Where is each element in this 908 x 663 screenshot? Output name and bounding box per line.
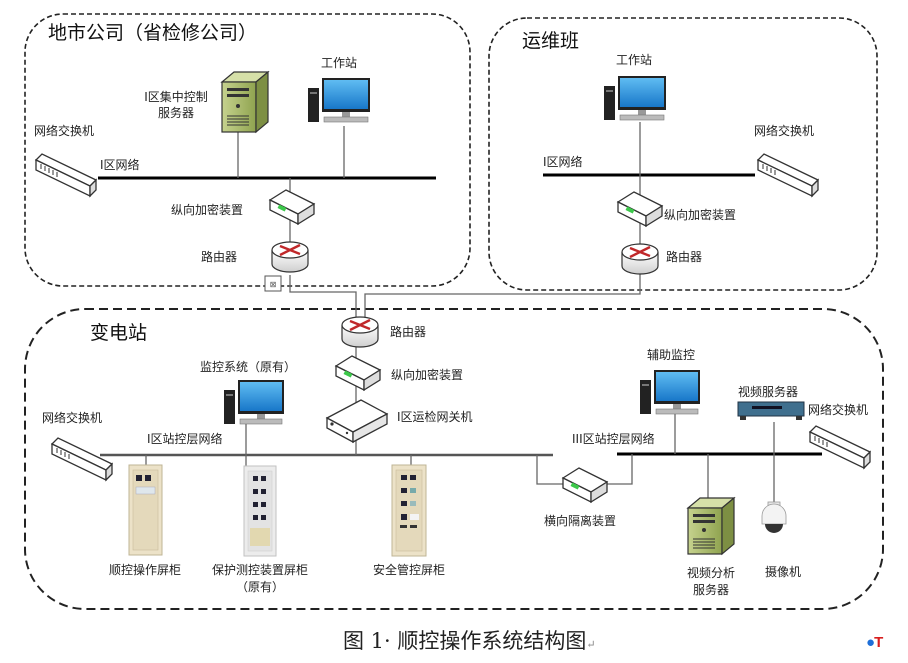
zone-ops-title: 运维班	[522, 30, 580, 52]
router-icon	[621, 243, 659, 275]
sub-aux-monitor-label: 辅助监控	[647, 348, 696, 362]
sub-video-analysis-label-line1: 视频分析	[686, 566, 736, 580]
network-switch-icon	[808, 425, 872, 470]
cabinet-safety-control-icon	[391, 464, 427, 557]
sub-cabinet-prot-label-line1: 保护测控装置屏柜	[211, 563, 309, 577]
watermark-logo: ●T	[866, 634, 883, 651]
city-router-label: 路由器	[201, 250, 238, 264]
ops-workstation-label: 工作站	[616, 53, 653, 67]
sub-monitor-label: 监控系统（原有）	[200, 360, 297, 374]
server-tower-icon	[220, 70, 270, 134]
sub-gateway-label: I区运检网关机	[397, 410, 473, 424]
router-icon	[341, 316, 379, 348]
sub-video-analysis-label-line2: 服务器	[692, 583, 730, 597]
video-server-icon	[737, 401, 805, 420]
city-encryptor-label: 纵向加密装置	[171, 203, 244, 217]
line-jumper-icon: ⊠	[264, 275, 282, 292]
network-switch-icon	[50, 437, 114, 482]
ops-router-label: 路由器	[666, 250, 703, 264]
figure-caption: 图 1· 顺控操作系统结构图↵	[343, 628, 596, 658]
ops-switch-label: 网络交换机	[754, 124, 815, 138]
workstation-icon	[308, 78, 370, 123]
sub-network-1-label: I区站控层网络	[147, 432, 223, 446]
isolator-device-icon	[561, 467, 609, 504]
figure-caption-text: 图 1· 顺控操作系统结构图	[343, 629, 587, 653]
camera-icon	[761, 501, 787, 533]
sub-video-server-label: 视频服务器	[738, 385, 799, 399]
zone-substation-boundary	[24, 308, 884, 610]
city-server-label-line2: 服务器	[157, 106, 195, 120]
sub-network-3-label: III区站控层网络	[572, 432, 655, 446]
workstation-icon	[640, 370, 700, 415]
city-network-label: I区网络	[100, 158, 140, 172]
network-switch-icon	[756, 153, 820, 198]
sub-cabinet-prot-label-line2: （原有）	[235, 580, 285, 594]
sub-cabinet-safety-label: 安全管控屏柜	[372, 563, 446, 577]
encryptor-device-icon	[616, 191, 664, 228]
cabinet-sequence-control-icon	[128, 464, 163, 556]
zone-city-boundary	[24, 13, 471, 287]
paragraph-mark-icon: ↵	[586, 638, 596, 651]
ops-encryptor-label: 纵向加密装置	[664, 208, 737, 222]
sub-isolator-label: 横向隔离装置	[544, 514, 617, 528]
router-icon	[271, 241, 309, 273]
workstation-icon	[224, 380, 284, 425]
encryptor-device-icon	[268, 189, 316, 226]
sub-switch-left-label: 网络交换机	[42, 411, 103, 425]
city-switch-label: 网络交换机	[34, 124, 95, 138]
city-server-label-line1: I区集中控制	[144, 90, 208, 104]
svg-text:⊠: ⊠	[270, 280, 277, 289]
zone-substation-title: 变电站	[90, 322, 148, 344]
sub-cabinet-seq-label: 顺控操作屏柜	[108, 563, 182, 577]
zone-city-title: 地市公司（省检修公司）	[48, 22, 258, 44]
sub-switch-right-label: 网络交换机	[808, 403, 869, 417]
cabinet-protection-icon	[243, 465, 277, 557]
sub-camera-label: 摄像机	[765, 565, 802, 579]
network-switch-icon	[34, 153, 98, 198]
server-tower-icon	[686, 496, 736, 556]
sub-router-label: 路由器	[390, 325, 427, 339]
gateway-device-icon	[325, 399, 389, 444]
workstation-icon	[604, 76, 666, 121]
zone-ops-boundary	[488, 17, 878, 291]
ops-network-label: I区网络	[543, 155, 583, 169]
watermark-logo-globe-icon: ●	[866, 634, 875, 651]
watermark-logo-letter: T	[874, 634, 883, 651]
connection-lines	[145, 122, 775, 505]
encryptor-device-icon	[334, 355, 382, 392]
sub-encryptor-label: 纵向加密装置	[391, 368, 464, 382]
city-workstation-label: 工作站	[321, 56, 358, 70]
